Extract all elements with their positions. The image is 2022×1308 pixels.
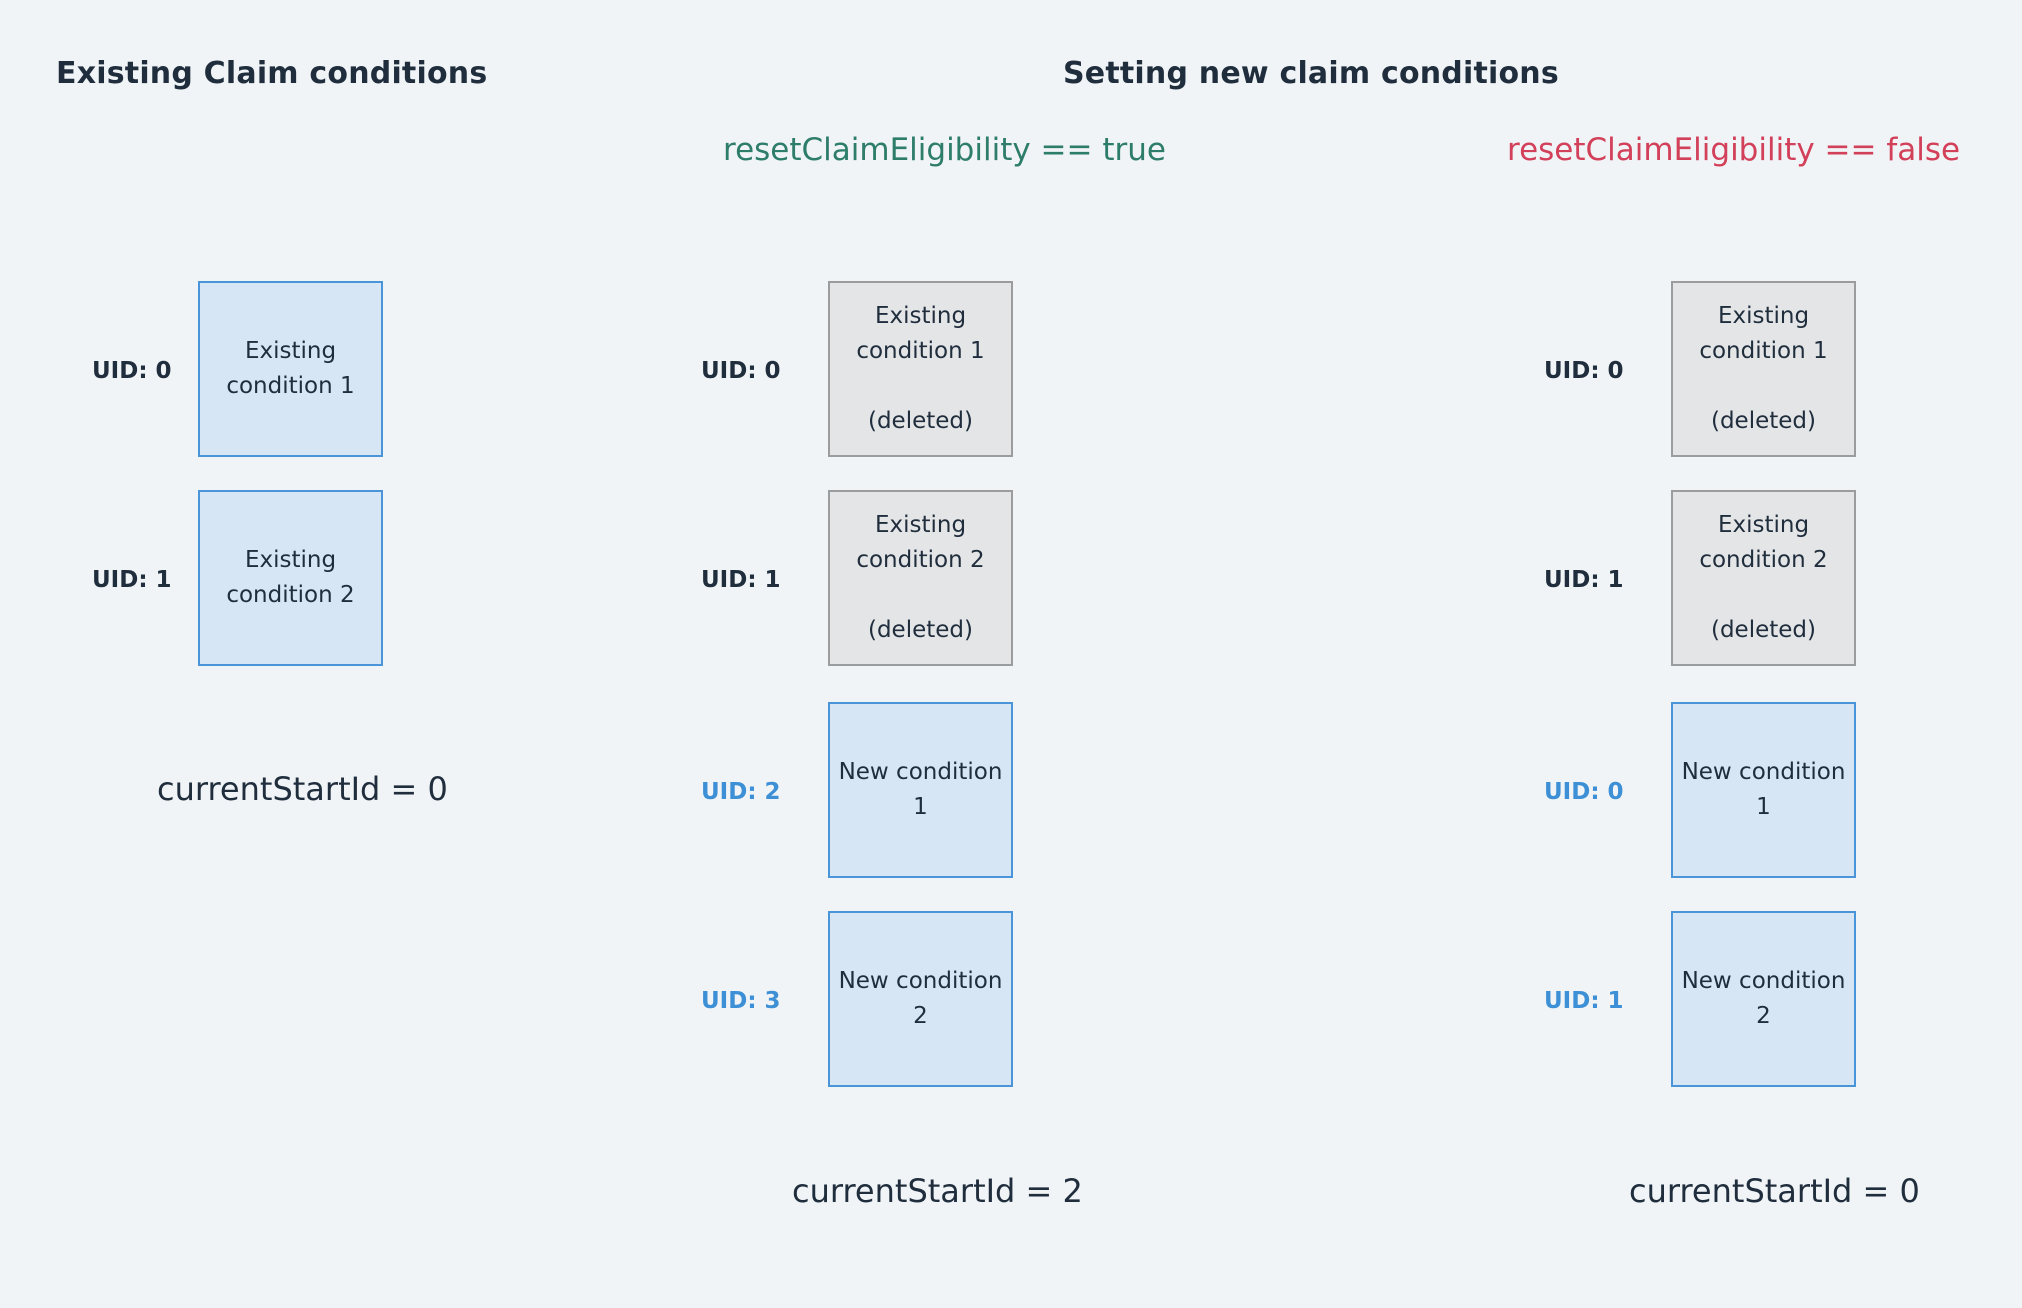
condition-line: Existing bbox=[1717, 303, 1810, 329]
condition-line: 2 bbox=[1756, 1003, 1771, 1029]
uid-label: UID: 3 bbox=[701, 988, 781, 1014]
condition-line: 1 bbox=[1756, 794, 1771, 820]
reset-false-heading: resetClaimEligibility == false bbox=[1507, 132, 1961, 168]
deleted-note: (deleted) bbox=[867, 617, 973, 643]
condition-line: condition 2 bbox=[226, 582, 355, 608]
condition-line: condition 1 bbox=[856, 338, 985, 364]
condition-line: Existing bbox=[874, 512, 967, 538]
condition-line: New condition bbox=[1681, 968, 1846, 994]
reset-true-heading: resetClaimEligibility == true bbox=[723, 132, 1166, 168]
uid-label: UID: 1 bbox=[1544, 988, 1624, 1014]
uid-label: UID: 0 bbox=[1544, 779, 1624, 805]
new-condition-box: New condition 1 bbox=[1671, 702, 1856, 878]
uid-label: UID: 0 bbox=[701, 358, 781, 384]
condition-line: 1 bbox=[913, 794, 928, 820]
setting-new-conditions-heading: Setting new claim conditions bbox=[1063, 56, 1559, 91]
new-condition-box: New condition 1 bbox=[828, 702, 1013, 878]
uid-label: UID: 0 bbox=[1544, 358, 1624, 384]
existing-conditions-heading: Existing Claim conditions bbox=[56, 56, 488, 91]
condition-line: Existing bbox=[244, 338, 337, 364]
existing-condition-box: Existing condition 2 bbox=[198, 490, 383, 666]
uid-label: UID: 2 bbox=[701, 779, 781, 805]
deleted-condition-box: Existing condition 2 (deleted) bbox=[1671, 490, 1856, 666]
new-condition-box: New condition 2 bbox=[1671, 911, 1856, 1087]
uid-label: UID: 1 bbox=[1544, 567, 1624, 593]
condition-line: condition 1 bbox=[1699, 338, 1828, 364]
condition-line: Existing bbox=[874, 303, 967, 329]
deleted-condition-box: Existing condition 1 (deleted) bbox=[828, 281, 1013, 457]
condition-line: New condition bbox=[838, 968, 1003, 994]
condition-line: Existing bbox=[244, 547, 337, 573]
current-start-id: currentStartId = 0 bbox=[157, 770, 448, 808]
current-start-id: currentStartId = 0 bbox=[1629, 1172, 1920, 1210]
condition-line: condition 2 bbox=[856, 547, 985, 573]
uid-label: UID: 1 bbox=[92, 567, 172, 593]
deleted-note: (deleted) bbox=[867, 408, 973, 434]
uid-label: UID: 0 bbox=[92, 358, 172, 384]
deleted-note: (deleted) bbox=[1710, 408, 1816, 434]
condition-line: condition 1 bbox=[226, 373, 355, 399]
condition-line: Existing bbox=[1717, 512, 1810, 538]
condition-line: New condition bbox=[838, 759, 1003, 785]
deleted-note: (deleted) bbox=[1710, 617, 1816, 643]
uid-label: UID: 1 bbox=[701, 567, 781, 593]
current-start-id: currentStartId = 2 bbox=[792, 1172, 1083, 1210]
deleted-condition-box: Existing condition 2 (deleted) bbox=[828, 490, 1013, 666]
condition-line: condition 2 bbox=[1699, 547, 1828, 573]
condition-line: 2 bbox=[913, 1003, 928, 1029]
existing-condition-box: Existing condition 1 bbox=[198, 281, 383, 457]
condition-line: New condition bbox=[1681, 759, 1846, 785]
new-condition-box: New condition 2 bbox=[828, 911, 1013, 1087]
deleted-condition-box: Existing condition 1 (deleted) bbox=[1671, 281, 1856, 457]
